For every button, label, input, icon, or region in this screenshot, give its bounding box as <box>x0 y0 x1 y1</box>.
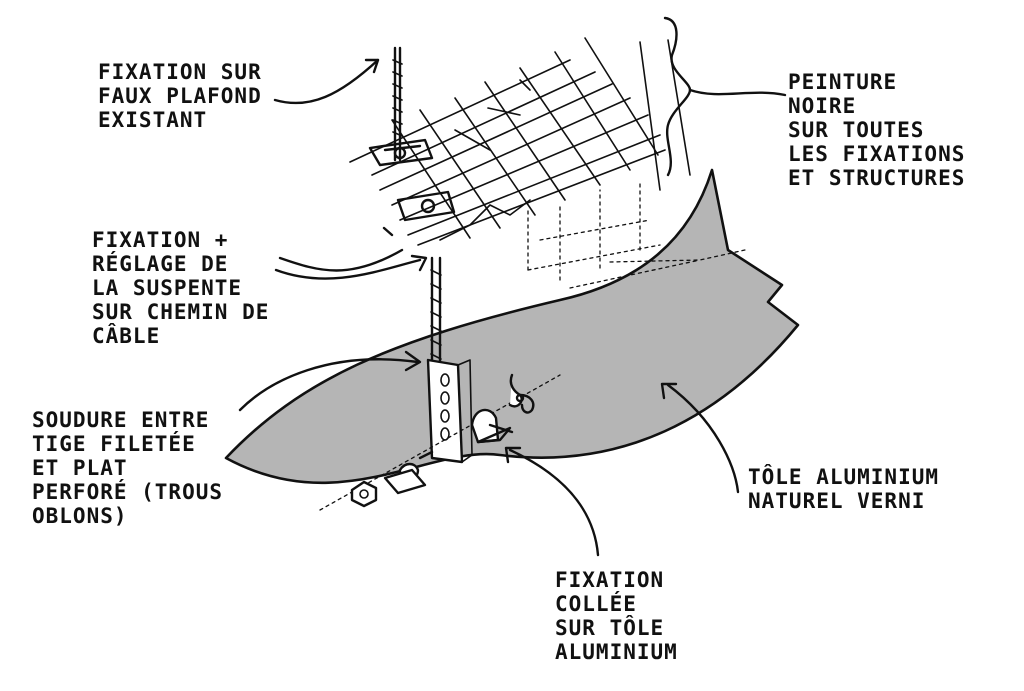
tray-clamp-lower <box>396 190 456 222</box>
perforated-flat-plate <box>426 358 473 464</box>
wing-nut <box>508 373 535 414</box>
label-hanger-adjust: FIXATION + RÉGLAGE DE LA SUSPENTE SUR CH… <box>92 228 270 348</box>
suspension-rod <box>430 256 442 374</box>
label-glued-fixing: FIXATION COLLÉE SUR TÔLE ALUMINIUM <box>555 568 678 664</box>
leader-paint <box>663 16 787 177</box>
hidden-tray-lines <box>527 179 746 289</box>
leader-ceiling-fixing <box>273 58 380 105</box>
label-sheet: TÔLE ALUMINIUM NATUREL VERNI <box>748 465 940 513</box>
ceiling-threaded-rod <box>392 46 403 162</box>
glued-fixing-assembly <box>319 374 561 511</box>
label-weld: SOUDURE ENTRE TIGE FILETÉE ET PLAT PERFO… <box>32 408 224 528</box>
leader-sheet <box>660 382 740 494</box>
label-ceiling-fixing: FIXATION SUR FAUX PLAFOND EXISTANT <box>98 60 262 132</box>
leader-weld <box>238 350 422 412</box>
label-paint: PEINTURE NOIRE SUR TOUTES LES FIXATIONS … <box>788 70 966 190</box>
aluminium-sheet <box>224 168 800 485</box>
tray-clamp-upper <box>368 138 434 167</box>
leader-glued-fixing <box>504 446 600 557</box>
leader-hanger-adjust <box>274 226 428 280</box>
